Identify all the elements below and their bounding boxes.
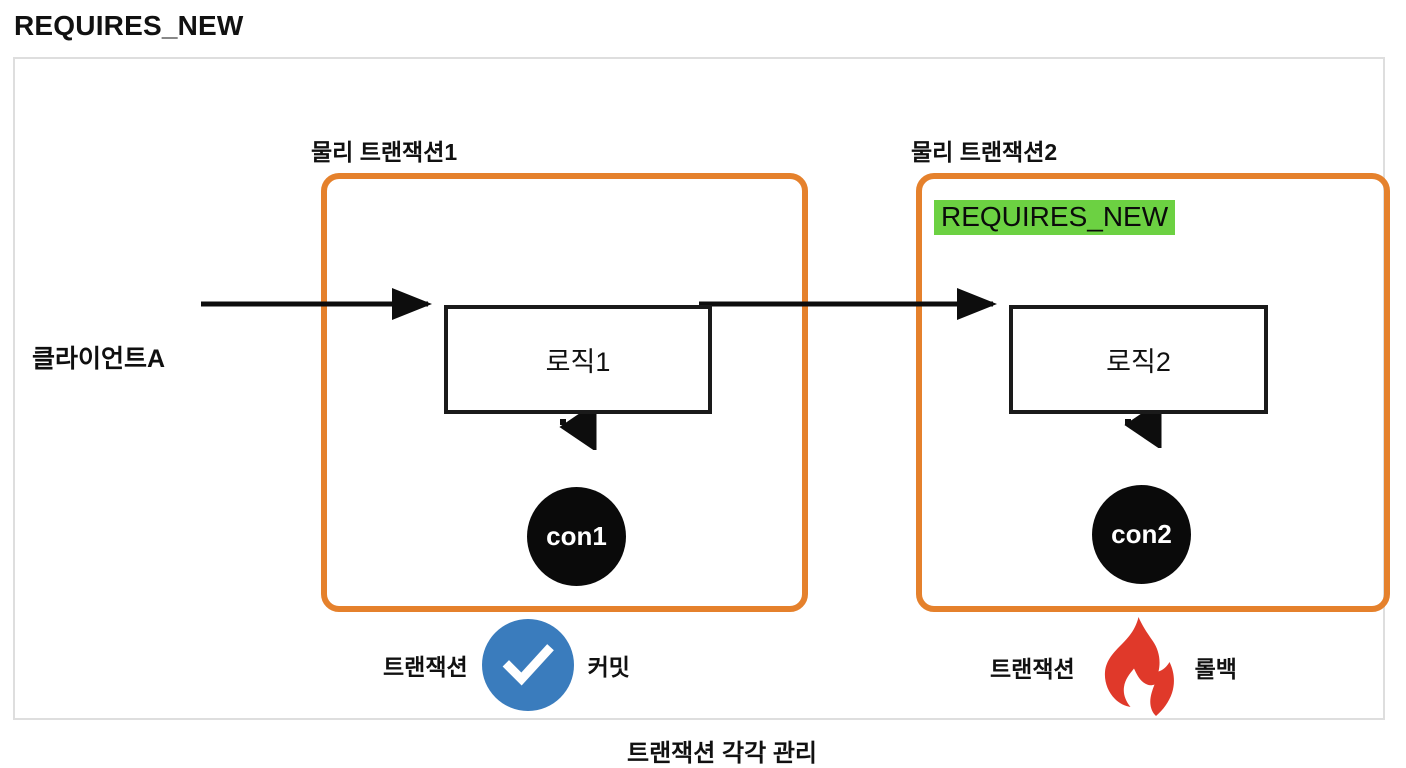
- requires-new-badge: REQUIRES_NEW: [934, 200, 1176, 236]
- physical-transaction-1-box: [321, 173, 808, 612]
- flame-icon: [1089, 617, 1181, 716]
- connection-node-con1: con1: [527, 487, 626, 586]
- physical-transaction-1-caption: 물리 트랜잭션1: [311, 139, 458, 165]
- rollback-suffix-label: 롤백: [1194, 656, 1237, 682]
- physical-transaction-2-caption: 물리 트랜잭션2: [911, 139, 1058, 165]
- logic-box-2-label: 로직2: [1106, 347, 1171, 377]
- connection-node-con2-label: con2: [1111, 519, 1172, 549]
- footer-caption: 트랜잭션 각각 관리: [627, 740, 817, 767]
- client-label: 클라이언트A: [32, 345, 166, 373]
- commit-row: 트랜잭션 커밋: [383, 619, 630, 711]
- rollback-prefix-label: 트랜잭션: [990, 656, 1075, 682]
- diagram-frame: 물리 트랜잭션1 물리 트랜잭션2 REQUIRES_NEW 클라이언트A 로직…: [13, 57, 1390, 767]
- commit-suffix-label: 커밋: [587, 654, 630, 680]
- connection-node-con1-label: con1: [546, 521, 607, 551]
- logic-box-1: 로직1: [444, 305, 712, 414]
- commit-prefix-label: 트랜잭션: [383, 654, 468, 680]
- connection-node-con2: con2: [1092, 485, 1191, 584]
- check-circle-icon: [481, 619, 574, 711]
- rollback-row: 트랜잭션 롤백: [990, 617, 1237, 716]
- logic-box-1-label: 로직1: [545, 347, 611, 377]
- physical-transaction-2-box: [916, 173, 1390, 612]
- page-title: REQUIRES_NEW: [14, 10, 244, 41]
- logic-box-2: 로직2: [1009, 305, 1268, 414]
